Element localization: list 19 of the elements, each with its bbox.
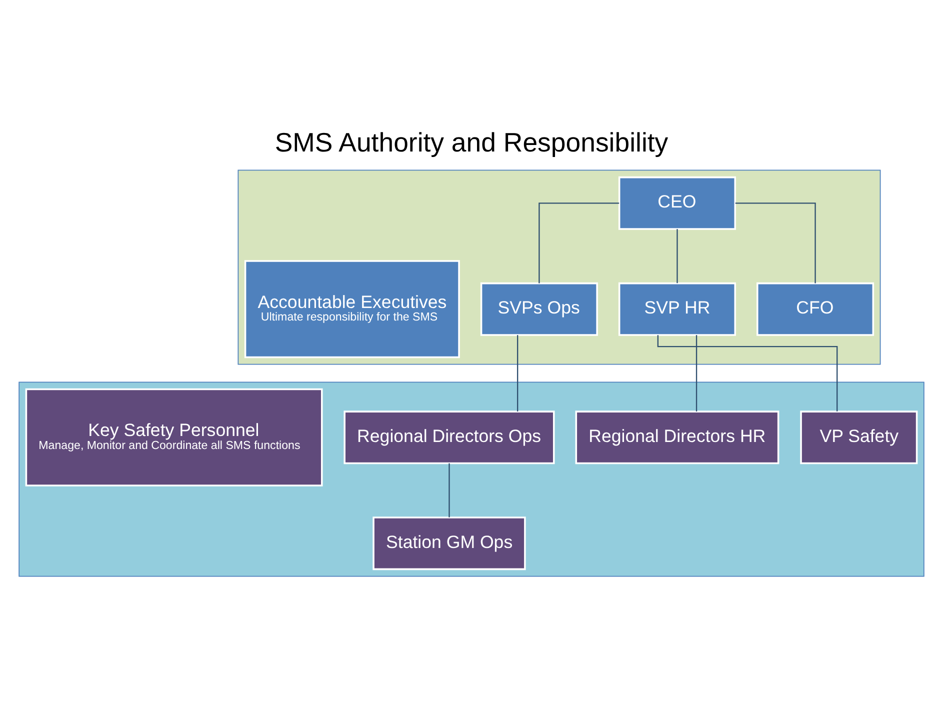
cluster (238, 170, 881, 365)
node-box: SVPs Ops (480, 282, 598, 336)
node-box: Regional Directors HR (575, 410, 780, 464)
connector (676, 229, 678, 284)
node-box: Key Safety Personnel Manage, Monitor and Coordinate all SMS functions (25, 388, 323, 486)
node-box: VP Safety (800, 410, 918, 464)
connector (538, 202, 620, 284)
diagram-title: SMS Authority and Responsibility (274, 128, 668, 158)
node-box: SVP HR (618, 282, 736, 336)
node-box: Accountable Executives Ultimate responsibility for the SMS (244, 260, 460, 358)
connector (517, 335, 518, 412)
connector (735, 202, 816, 284)
node-box: Regional Directors Ops (344, 410, 555, 464)
node-box: Station GM Ops (372, 516, 526, 570)
connector (696, 335, 698, 412)
node-box: CFO (756, 282, 874, 336)
connector (448, 463, 450, 518)
cluster (18, 382, 924, 577)
node-box: CEO (618, 176, 736, 230)
